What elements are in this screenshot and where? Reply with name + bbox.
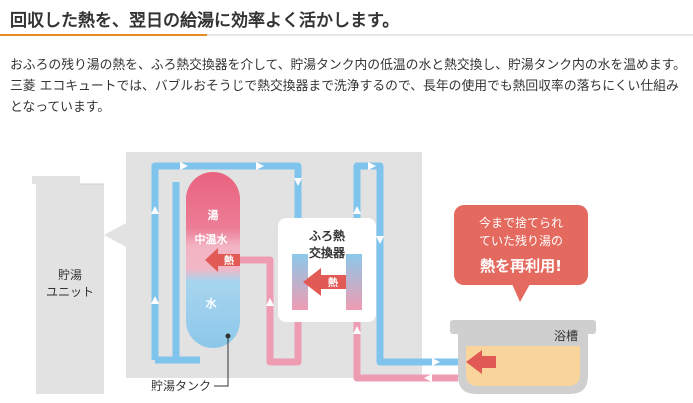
exchanger-label-1: ふろ熱: [309, 228, 345, 243]
heading-divider: [0, 34, 693, 36]
callout-line-2: ていた残り湯の: [479, 234, 563, 248]
bath-heat-exchanger: [278, 218, 376, 322]
tank-heat-arrow-label: 熱: [224, 254, 234, 267]
bathtub: [450, 320, 596, 394]
exchanger-label-2: 交換器: [309, 245, 346, 260]
tank-mid-label: 中温水: [195, 232, 229, 246]
bathtub-label: 浴槽: [554, 329, 578, 343]
description-paragraph: おふろの残り湯の熱を、ふろ熱交換器を介して、貯湯タンク内の低温の水と熱交換し、貯…: [10, 58, 686, 115]
tank-water-label: 水: [206, 296, 218, 310]
page-heading: 回収した熱を、翌日の給湯に効率よく活かします。: [10, 11, 400, 31]
reuse-callout: [454, 205, 588, 302]
callout-line-1: 今まで捨てられ: [479, 215, 563, 230]
exchanger-heat-arrow-label: 熱: [328, 276, 338, 289]
storage-unit-label-1: 貯湯: [58, 268, 82, 282]
tank-label: 貯湯タンク: [151, 379, 211, 393]
storage-unit: [32, 176, 128, 394]
flow-arrows: [151, 162, 440, 382]
storage-unit-label-2: ユニット: [46, 285, 94, 299]
heat-recovery-diagram: 貯湯 ユニット 湯 中温水 水 熱: [32, 152, 596, 394]
heading-accent-bar: [0, 34, 207, 36]
tank-hot-label: 湯: [208, 208, 219, 222]
tank-pointer: [214, 333, 231, 387]
tank-heat-arrow: [205, 248, 240, 272]
callout-line-3: 熱を再利用!: [480, 257, 562, 275]
